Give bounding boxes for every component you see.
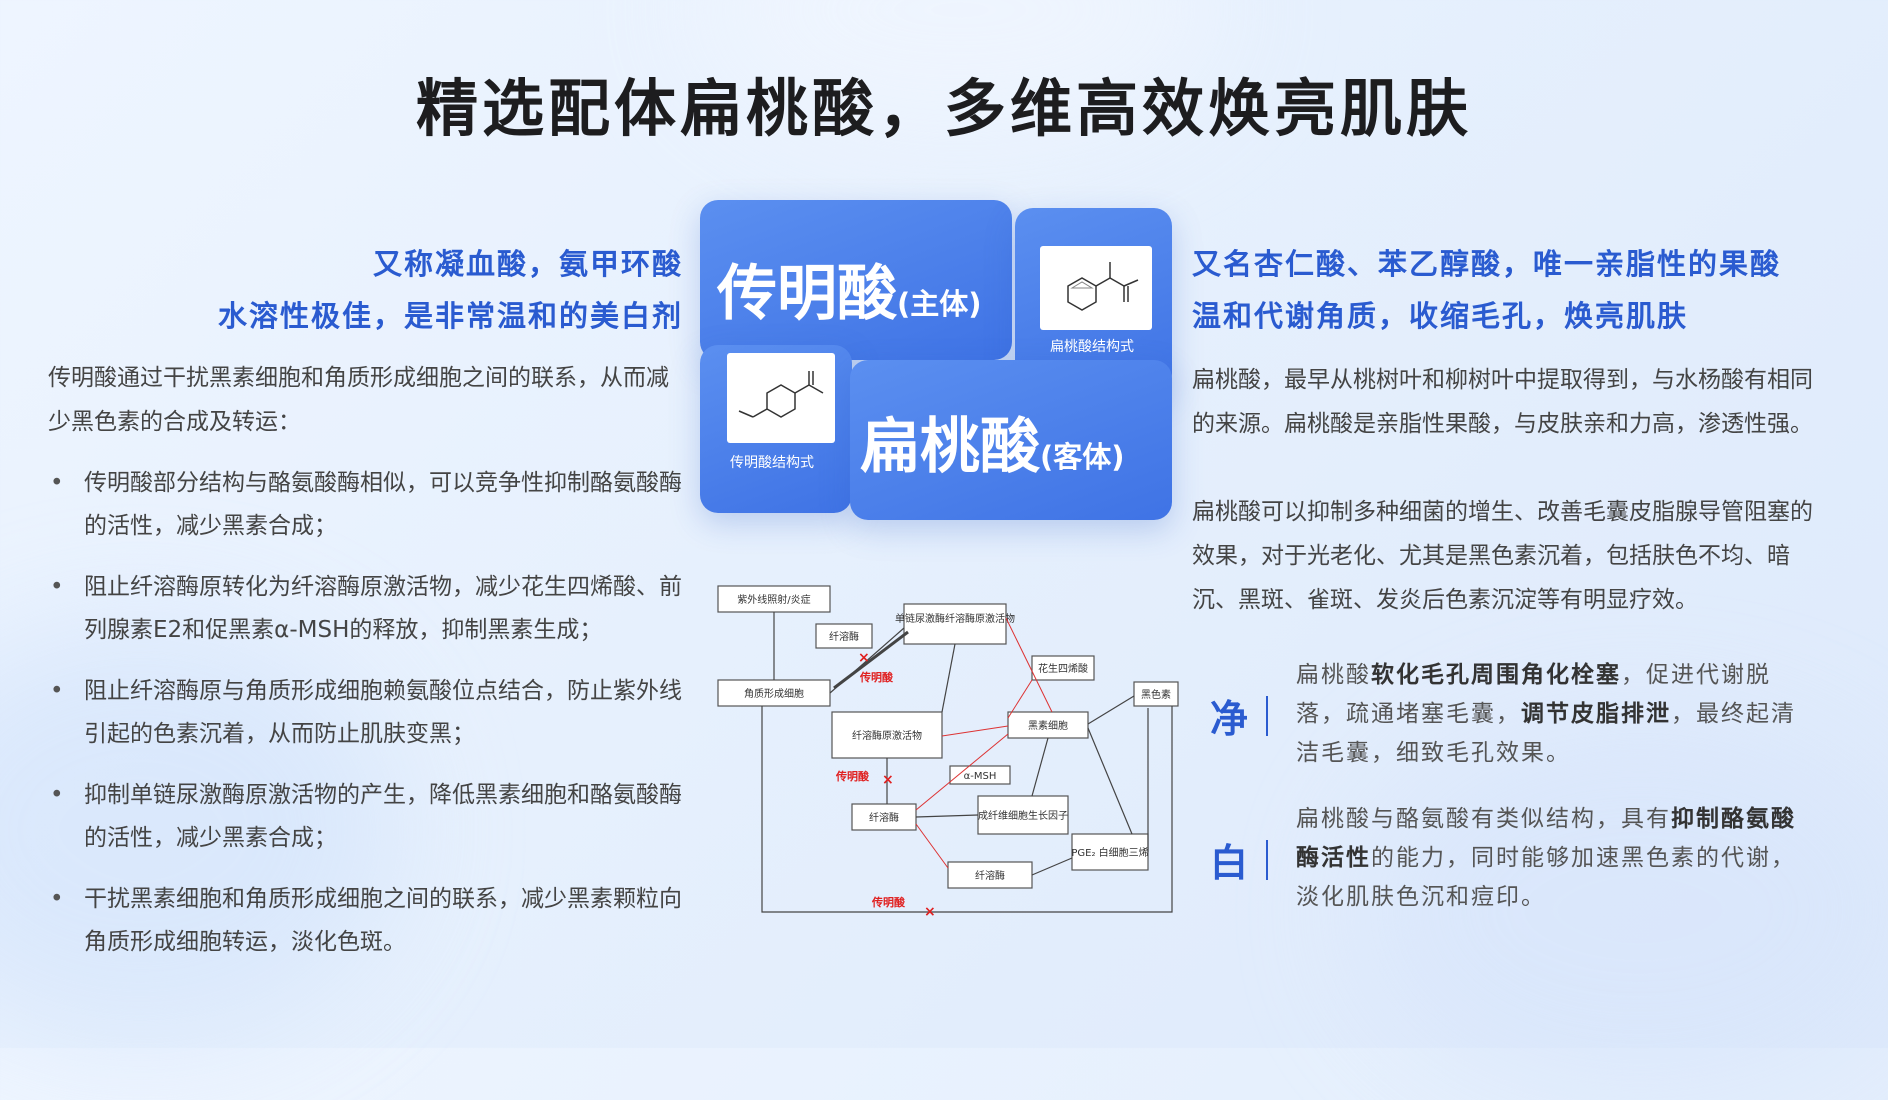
plasminogen-bottom-node: 纤溶酶	[975, 869, 1005, 882]
guest-card-bottom	[850, 360, 1172, 520]
bullet-text: 阻止纤溶酶原与角质形成细胞赖氨酸位点结合，防止紫外线引起的色素沉着，从而防止肌肤…	[84, 678, 682, 747]
arachidonic-node: 花生四烯酸	[1038, 662, 1088, 675]
list-item: • 阻止纤溶酶原与角质形成细胞赖氨酸位点结合，防止紫外线引起的色素沉着，从而防止肌…	[48, 670, 688, 756]
activator-node: 纤溶酶原激活物	[852, 729, 922, 742]
inhibit-label-3: 传明酸	[871, 895, 906, 909]
mechanism-diagram: 紫外线照射/炎症 纤溶酶 单链尿激酶纤溶酶原激活物 角质形成细胞 纤溶酶原激活物…	[712, 578, 1182, 920]
list-item: • 传明酸部分结构与酪氨酸酶相似，可以竞争性抑制酪氨酸酶的活性，减少黑素合成；	[48, 462, 688, 548]
host-name: 传明酸(主体)	[717, 245, 982, 332]
list-item: • 抑制单链尿激酶原激活物的产生，降低黑素细胞和酪氨酸酶的活性，减少黑素合成；	[48, 774, 688, 860]
mandelic-caption: 扁桃酸结构式	[1050, 339, 1134, 355]
mandelic-structure-image	[1040, 246, 1152, 330]
tranexamic-caption: 传明酸结构式	[730, 455, 814, 471]
plasmin-node: 纤溶酶	[829, 630, 859, 643]
plasminogen-node: 纤溶酶	[869, 811, 899, 824]
host-card-top	[700, 200, 1012, 360]
bullet-icon: •	[50, 678, 64, 704]
bullet-text: 抑制单链尿激酶原激活物的产生，降低黑素细胞和酪氨酸酶的活性，减少黑素合成；	[84, 782, 682, 851]
inhibit-x-icon: ×	[882, 772, 894, 788]
single-chain-node: 单链尿激酶纤溶酶原激活物	[895, 612, 1015, 625]
left-heading: 又称凝血酸，氨甲环酸 水溶性极佳，是非常温和的美白剂	[150, 238, 683, 342]
bullet-icon: •	[50, 886, 64, 912]
inhibit-label-2: 传明酸	[835, 769, 870, 783]
fgf-node: 成纤维细胞生长因子	[978, 809, 1068, 822]
guest-name-text: 扁桃酸	[860, 412, 1040, 482]
pge-node: PGE₂ 白细胞三烯	[1071, 846, 1148, 859]
guest-sub-text: (客体)	[1040, 440, 1125, 474]
feature-text: 扁桃酸与酪氨酸有类似结构，具有抑制酪氨酸酶活性的能力，同时能够加速黑色素的代谢，…	[1296, 806, 1796, 910]
feature-divider	[1266, 696, 1268, 736]
melanin-node: 黑色素	[1141, 688, 1171, 701]
bullet-icon: •	[50, 574, 64, 600]
host-sub-text: (主体)	[897, 287, 982, 321]
bullet-text: 干扰黑素细胞和角质形成细胞之间的联系，减少黑素颗粒向角质形成细胞转运，淡化色斑。	[84, 886, 682, 955]
right-heading-line-2: 温和代谢角质，收缩毛孔，焕亮肌肤	[1192, 299, 1689, 333]
feature-badge: 净	[1210, 697, 1249, 741]
melanocyte-node: 黑素细胞	[1028, 719, 1068, 732]
bullet-text: 传明酸部分结构与酪氨酸酶相似，可以竞争性抑制酪氨酸酶的活性，减少黑素合成；	[84, 470, 682, 539]
bullet-icon: •	[50, 470, 64, 496]
inhibit-label-1: 传明酸	[859, 670, 894, 684]
feature-badge: 白	[1210, 841, 1249, 885]
keratin-node: 角质形成细胞	[744, 687, 804, 700]
page-title: 精选配体扁桃酸，多维高效焕亮肌肤	[415, 72, 1472, 145]
right-heading-line-1: 又名杏仁酸、苯乙醇酸，唯一亲脂性的果酸	[1192, 247, 1782, 281]
list-item: • 阻止纤溶酶原转化为纤溶酶原激活物，减少花生四烯酸、前列腺素E2和促黑素α-MS…	[48, 566, 688, 652]
inhibit-x-icon: ×	[924, 904, 936, 918]
uv-node: 紫外线照射/炎症	[737, 593, 810, 606]
left-heading-line-2: 水溶性极佳，是非常温和的美白剂	[217, 299, 683, 333]
left-heading-line-1: 又称凝血酸，氨甲环酸	[372, 247, 683, 281]
msh-node: α-MSH	[964, 771, 997, 782]
bullet-icon: •	[50, 782, 64, 808]
host-name-text: 传明酸	[717, 259, 897, 329]
right-heading: 又名杏仁酸、苯乙醇酸，唯一亲脂性的果酸 温和代谢角质，收缩毛孔，焕亮肌肤	[1192, 238, 1852, 342]
guest-name: 扁桃酸(客体)	[860, 398, 1125, 485]
inhibit-x-icon: ×	[858, 650, 870, 666]
list-item: • 干扰黑素细胞和角质形成细胞之间的联系，减少黑素颗粒向角质形成细胞转运，淡化色斑…	[48, 878, 688, 964]
left-intro: 传明酸通过干扰黑素细胞和角质形成细胞之间的联系，从而减少黑色素的合成及转运：	[48, 365, 669, 435]
feature-text: 扁桃酸软化毛孔周围角化栓塞，促进代谢脱落，疏通堵塞毛囊，调节皮脂排泄，最终起清洁…	[1296, 662, 1796, 766]
left-bullet-list: • 传明酸部分结构与酪氨酸酶相似，可以竞争性抑制酪氨酸酶的活性，减少黑素合成； •…	[48, 462, 688, 982]
right-paragraph-2: 扁桃酸可以抑制多种细菌的增生、改善毛囊皮脂腺导管阻塞的效果，对于光老化、尤其是黑…	[1192, 499, 1813, 613]
tranexamic-structure-image	[727, 353, 835, 443]
right-paragraph-1: 扁桃酸，最早从桃树叶和柳树叶中提取得到，与水杨酸有相同的来源。扁桃酸是亲脂性果酸…	[1192, 367, 1813, 437]
feature-divider	[1266, 840, 1268, 880]
bullet-text: 阻止纤溶酶原转化为纤溶酶原激活物，减少花生四烯酸、前列腺素E2和促黑素α-MSH…	[84, 574, 682, 643]
